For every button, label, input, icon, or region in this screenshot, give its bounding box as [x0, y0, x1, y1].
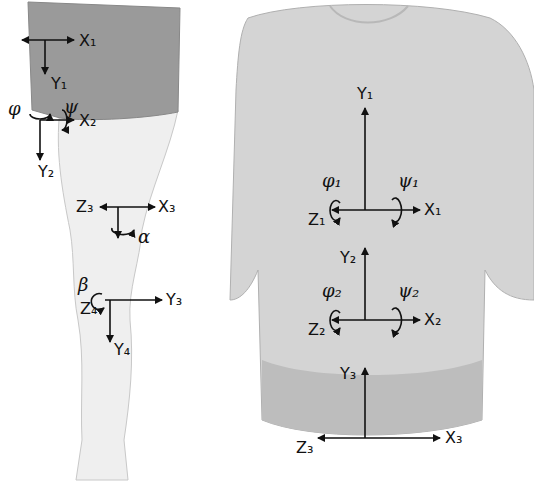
axis-label: Z₁: [308, 212, 325, 228]
axis-label: X₂: [79, 113, 96, 129]
axis-label: Y₂: [38, 164, 54, 180]
angle-label: β: [78, 276, 88, 294]
axis-label: X₁: [79, 33, 96, 49]
angle-label: α: [138, 228, 150, 246]
axis-label: Z₂: [308, 322, 325, 338]
axis-label: Z₃: [76, 199, 93, 215]
axis-label: Y₂: [340, 250, 356, 266]
angle-label: ψ₂: [398, 282, 419, 300]
axis-label: Y₃: [340, 366, 356, 382]
axis-label: Y₁: [357, 86, 373, 102]
angle-label: ψ₁: [398, 172, 419, 190]
axis-label: X₁: [424, 202, 441, 218]
axis-label: Z₃: [296, 440, 313, 456]
angle-label: ψ: [64, 98, 78, 116]
axis-label: Y₁: [51, 76, 67, 92]
axis-label: X₃: [445, 430, 462, 446]
angle-label: φ₂: [322, 282, 342, 300]
axis-label: X₃: [158, 199, 175, 215]
axis-label: Y₄: [114, 342, 130, 358]
axis-label: Y₃: [166, 292, 182, 308]
axis-label: Z₄: [80, 301, 97, 317]
axis-label: X₂: [424, 312, 441, 328]
angle-label: φ: [8, 100, 21, 118]
angle-label: φ₁: [322, 172, 342, 190]
